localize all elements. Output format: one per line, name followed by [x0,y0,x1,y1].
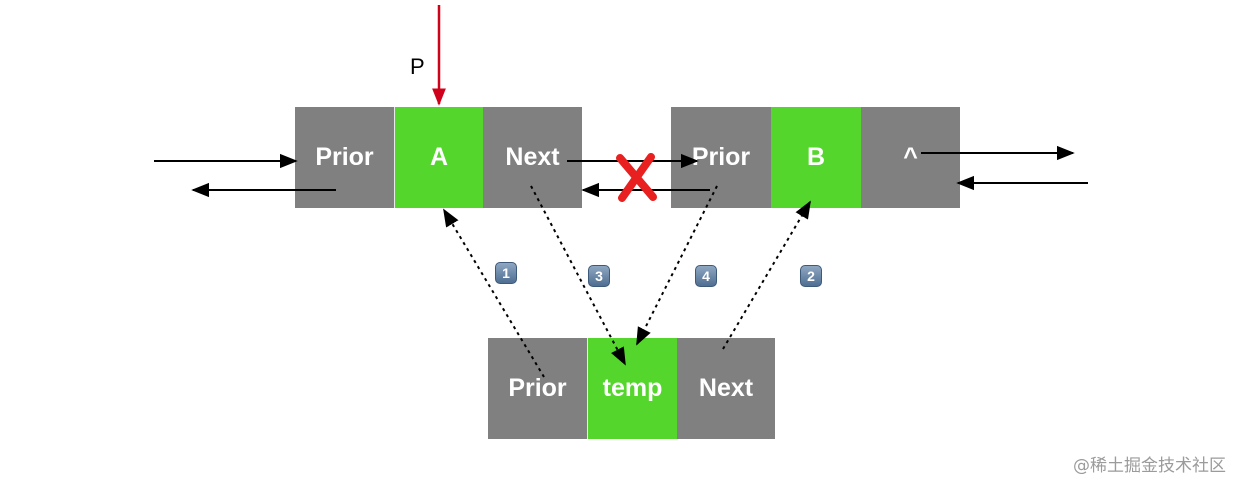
step-4-arrow [636,185,718,346]
node-b-data-field: B [771,107,861,208]
pointer-label: P [410,54,425,79]
break-cross-icon [616,153,657,202]
step-1-badge: 1 [495,262,517,284]
node-a-prior-field: Prior [295,107,394,208]
step-3-badge: 3 [588,265,610,287]
node-a-next-field: Next [483,107,582,208]
step-3-arrow [530,185,626,366]
watermark: @稀土掘金技术社区 [1073,456,1226,476]
temp-data-field: temp [587,338,677,439]
node-b-next-field: ^ [861,107,960,208]
step-1-arrow [443,208,545,378]
node-a-data-field: A [394,107,483,208]
step-4-badge: 4 [695,265,717,287]
temp-next-field: Next [677,338,775,439]
temp-prior-field: Prior [488,338,587,439]
step-2-badge: 2 [800,265,822,287]
step-2-arrow [722,200,811,350]
